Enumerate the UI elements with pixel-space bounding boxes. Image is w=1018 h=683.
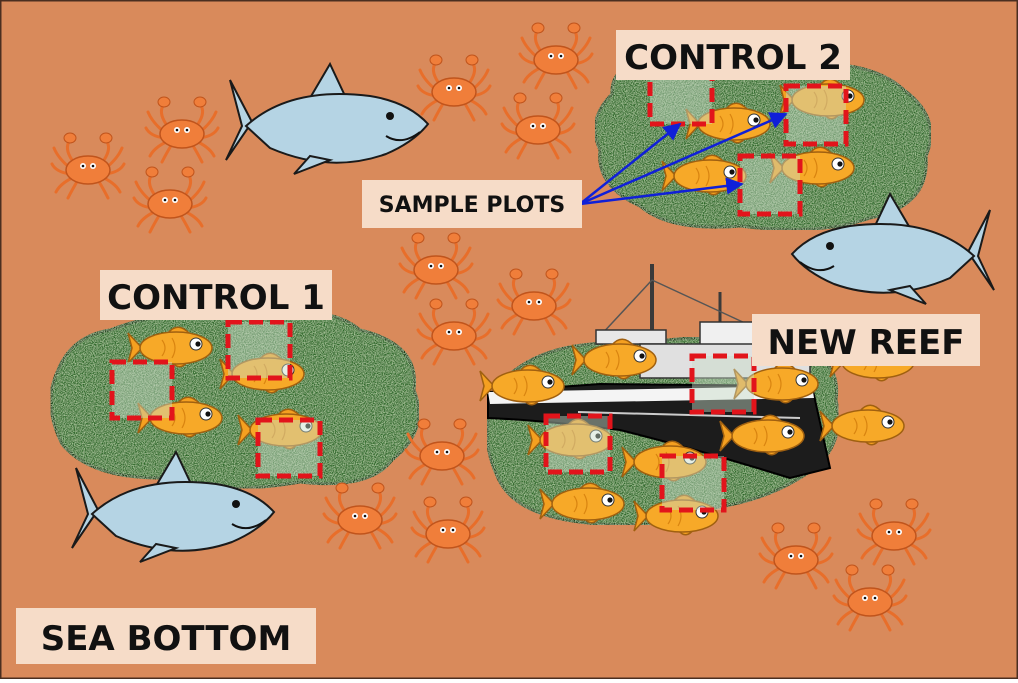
sample-plot-arrows — [579, 112, 788, 206]
label-sample-plots-text: SAMPLE PLOTS — [379, 193, 566, 218]
label-sample-plots: SAMPLE PLOTS — [362, 180, 582, 228]
label-control-1-text: CONTROL 1 — [107, 278, 325, 318]
label-sea-bottom-text: SEA BOTTOM — [41, 619, 292, 659]
label-new-reef: NEW REEF — [752, 314, 980, 366]
sample-plot — [689, 353, 757, 415]
sample-plot-group — [109, 63, 849, 513]
sample-plot — [255, 417, 323, 479]
label-control-1: CONTROL 1 — [100, 270, 332, 320]
sample-plot — [737, 153, 803, 217]
label-control-2: CONTROL 2 — [616, 30, 850, 80]
sample-plot — [659, 453, 727, 513]
arrow — [579, 177, 744, 206]
label-control-2-text: CONTROL 2 — [624, 38, 842, 78]
sample-plot — [109, 359, 175, 421]
sample-plot — [783, 83, 849, 147]
label-sea-bottom: SEA BOTTOM — [16, 608, 316, 664]
label-new-reef-text: NEW REEF — [768, 323, 965, 363]
arrow — [579, 112, 788, 206]
shipwreck — [487, 264, 832, 480]
arrow — [579, 122, 682, 205]
sample-plot — [543, 413, 613, 475]
sample-plot — [225, 319, 293, 381]
